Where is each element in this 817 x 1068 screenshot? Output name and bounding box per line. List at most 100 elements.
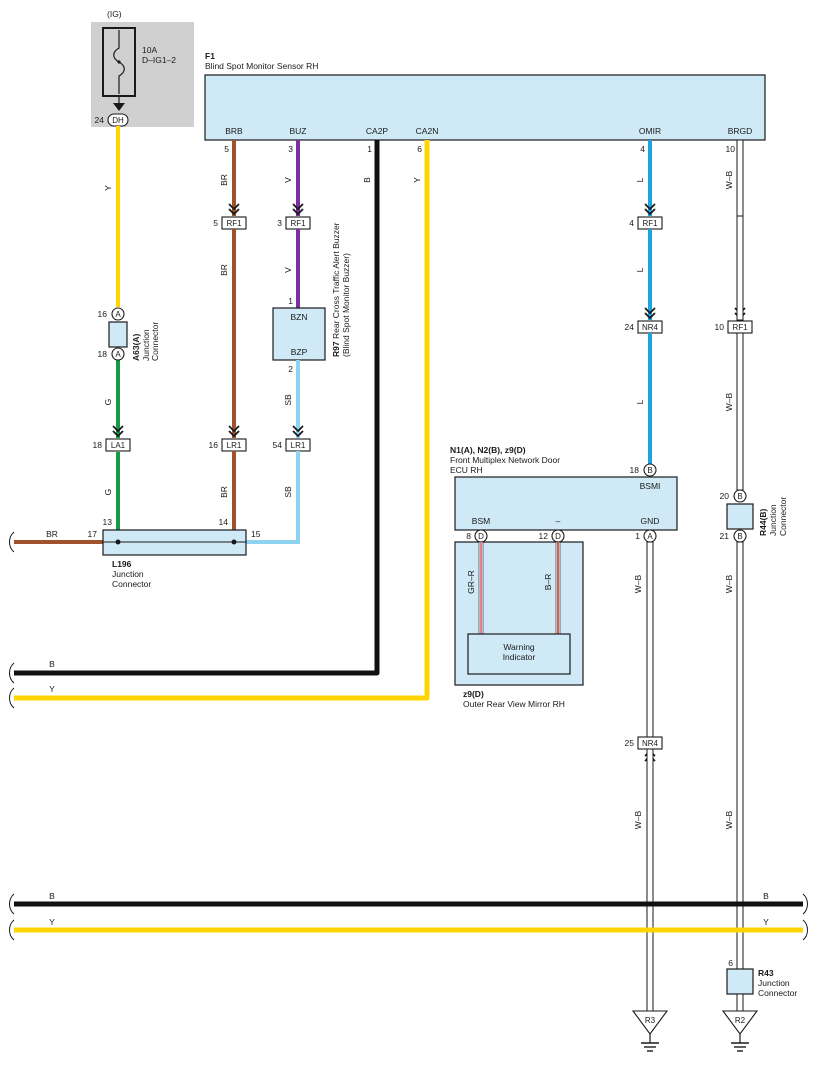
rf1-b-pin: 3: [277, 218, 282, 228]
f1-terminal-ca2n: CA2N: [416, 126, 439, 136]
wire-label-l1: L: [635, 177, 645, 182]
wire-label-b1: B: [362, 177, 372, 183]
wire-label-wb2: W–B: [724, 392, 734, 411]
wire-label-brr: B–R: [543, 574, 553, 591]
la1-connector: [105, 438, 131, 452]
r43-name-2: Connector: [758, 988, 797, 998]
rf1-a-pin: 5: [213, 218, 218, 228]
f1-id: F1: [205, 51, 215, 61]
ecu-dash-letter: D: [555, 532, 561, 541]
wire-label-wb4: W–B: [633, 810, 643, 829]
wire-label-bus-y-left: Y: [49, 917, 55, 927]
dh-connector-label: DH: [112, 116, 124, 125]
r44-id: R44(B): [758, 508, 768, 536]
ecu-term-dash: –: [556, 516, 561, 526]
ecu-bsmi-pin-marker: [643, 463, 657, 477]
ecu-term-gnd: GND: [641, 516, 660, 526]
wire-label-v2: V: [283, 267, 293, 273]
wire-label-left-br: BR: [46, 529, 58, 539]
lr1-b-pin: 54: [273, 440, 283, 450]
la1-pin: 18: [93, 440, 103, 450]
r97-name-1: Rear Cross Traffic Alert Buzzer: [331, 222, 341, 339]
ecu-term-bsm: BSM: [472, 516, 490, 526]
f1-terminal-brb: BRB: [225, 126, 243, 136]
wire-wb-r3: [646, 748, 654, 1012]
ground-r2-label: R2: [735, 1016, 746, 1025]
wire-wb-gnd: [646, 541, 654, 738]
fuse-area-background: [91, 22, 194, 127]
wire-label-l3: L: [635, 399, 645, 404]
nr4-a-pin: 24: [625, 322, 635, 332]
a63-name-2: Connector: [150, 322, 160, 361]
fuse-header: (IG): [107, 9, 122, 19]
r44-pin-top: 20: [720, 491, 730, 501]
la1-label: LA1: [111, 441, 126, 450]
break-mark-icon: [9, 919, 15, 941]
warning-indicator-label-1: Warning: [503, 642, 535, 652]
wire-label-grr: GR–R: [466, 570, 476, 594]
ecu-bsm-pin: 8: [466, 531, 471, 541]
r44-junction-connector: [726, 503, 754, 530]
ecu-id: N1(A), N2(B), z9(D): [450, 445, 526, 455]
r97-id: R97: [331, 341, 341, 357]
f1-pin-6: 6: [417, 144, 422, 154]
fuse-icon-dot: [117, 60, 121, 64]
a63-name-1: Junction: [141, 329, 151, 361]
r97-pin-top: 1: [288, 296, 293, 306]
fuse-name: D–IG1–2: [142, 55, 176, 65]
wire-label-wb6: W–B: [724, 810, 734, 829]
wire-b-ca2p: [14, 140, 380, 676]
fuse-pin: 24: [95, 115, 105, 125]
warning-indicator: [467, 633, 571, 675]
f1-pin-4: 4: [640, 144, 645, 154]
rf1-d-pin: 10: [715, 322, 725, 332]
ecu-dash-pin: 12: [539, 531, 549, 541]
a63-pin-top-marker: [111, 307, 125, 321]
f1-blind-spot-monitor-sensor: [204, 74, 766, 141]
r97-pin-bottom: 2: [288, 364, 293, 374]
wire-label-bus-b-right: B: [763, 891, 769, 901]
rf1-c-pin: 4: [629, 218, 634, 228]
a63-id: A63(A): [131, 333, 141, 361]
l196-name-1: Junction: [112, 569, 144, 579]
l196-name-2: Connector: [112, 579, 151, 589]
f1-terminal-brgd: BRGD: [728, 126, 753, 136]
l196-pin-14: 14: [219, 517, 229, 527]
l196-pin-17: 17: [88, 529, 98, 539]
wire-label-left-b: B: [49, 659, 55, 669]
ecu-front-multiplex-network-door: [454, 476, 678, 531]
wire-label-g2: G: [103, 489, 113, 496]
break-mark-icon: [802, 893, 808, 915]
ecu-term-bsmi: BSMI: [640, 481, 661, 491]
wire-label-br1: BR: [219, 174, 229, 186]
wire-label-bus-y-right: Y: [763, 917, 769, 927]
a63-letter-top: A: [115, 310, 121, 319]
ecu-name-1: Front Multiplex Network Door: [450, 455, 560, 465]
break-mark-icon: [9, 531, 15, 553]
r43-pin: 6: [728, 958, 733, 968]
l196-splice-dot: [231, 539, 237, 545]
ecu-bsmi-letter: B: [647, 466, 652, 475]
lr1-a-pin: 16: [209, 440, 219, 450]
ground-r3-icon: [631, 1010, 669, 1035]
l196-pin-15: 15: [251, 529, 261, 539]
rf1-b-label: RF1: [290, 219, 306, 228]
nr4-a-label: NR4: [642, 323, 659, 332]
wire-label-left-y: Y: [49, 684, 55, 694]
mirror-name: Outer Rear View Mirror RH: [463, 699, 565, 709]
fuse-rating: 10A: [142, 45, 157, 55]
ecu-bsmi-pin: 18: [630, 465, 640, 475]
wire-label-g1: G: [103, 399, 113, 406]
wire-label-br2: BR: [219, 264, 229, 276]
lr1-b-label: LR1: [291, 441, 306, 450]
f1-pin-5: 5: [224, 144, 229, 154]
r43-id: R43: [758, 968, 774, 978]
wire-label-y1: Y: [103, 185, 113, 191]
lr1-a-label: LR1: [227, 441, 242, 450]
wire-sb-lr1: [246, 451, 300, 544]
r97-name-2: (Blind Spot Monitor Buzzer): [341, 253, 351, 357]
r97-buzzer: [272, 307, 326, 361]
ground-r3-label: R3: [645, 1016, 656, 1025]
f1-terminal-ca2p: CA2P: [366, 126, 389, 136]
